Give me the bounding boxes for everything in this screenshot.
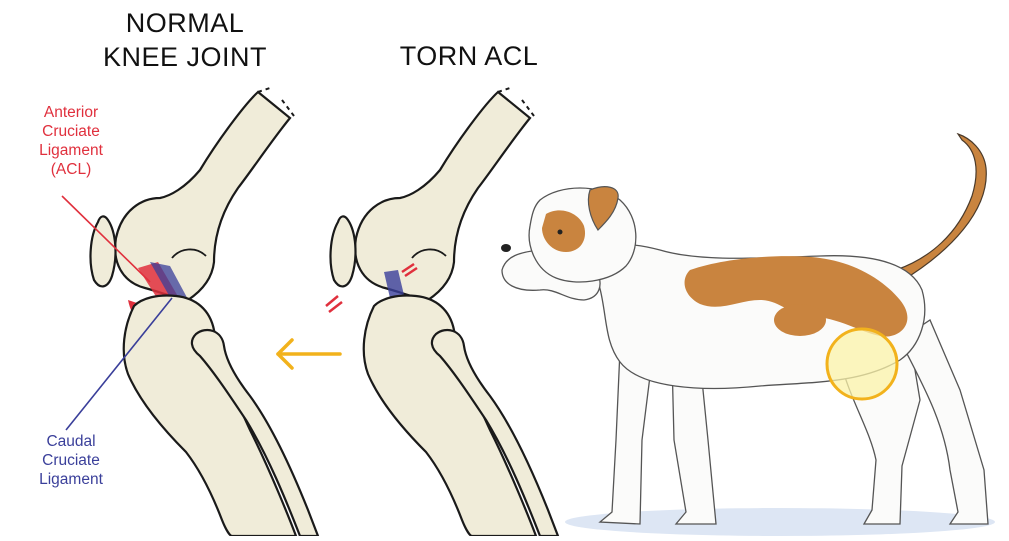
normal-femur: [114, 90, 292, 302]
acl-label: Anterior Cruciate Ligament (ACL): [16, 103, 126, 179]
dog-back-patch: [684, 256, 908, 337]
dog-nose: [501, 244, 511, 252]
dog-hind-leg-2: [899, 319, 989, 525]
normal-knee-joint: [61, 87, 320, 538]
dog-eye: [557, 229, 563, 235]
ccl-label: Caudal Cruciate Ligament: [16, 432, 126, 489]
dog-side-patch: [774, 304, 826, 336]
dog-head-patch: [542, 210, 586, 252]
torn-femur: [354, 90, 532, 302]
ccl-label-line: Ligament: [39, 471, 103, 488]
title-line-2: KNEE JOINT: [102, 42, 268, 72]
left-arrow-icon: [276, 338, 342, 370]
acl-label-line: (ACL): [50, 161, 92, 178]
title-line-1: NORMAL: [125, 8, 245, 38]
ccl-label-line: Cruciate: [42, 452, 100, 469]
dog-illustration: [501, 132, 995, 536]
acl-label-line: Anterior: [43, 104, 99, 121]
ccl-label-line: Caudal: [46, 433, 96, 450]
torn-acl-title: TORN ACL: [399, 41, 539, 71]
normal-patella: [89, 215, 117, 288]
torn-patella: [329, 215, 357, 288]
torn-acl-fragments: [325, 262, 418, 313]
dog-ear: [587, 186, 619, 231]
normal-knee-title: NORMAL KNEE JOINT: [85, 6, 285, 74]
dog-tail: [895, 132, 987, 283]
torn-acl-knee: [325, 87, 560, 538]
acl-label-line: Ligament: [39, 142, 103, 159]
acl-label-line: Cruciate: [42, 123, 100, 140]
knee-highlight-circle: [825, 327, 899, 401]
